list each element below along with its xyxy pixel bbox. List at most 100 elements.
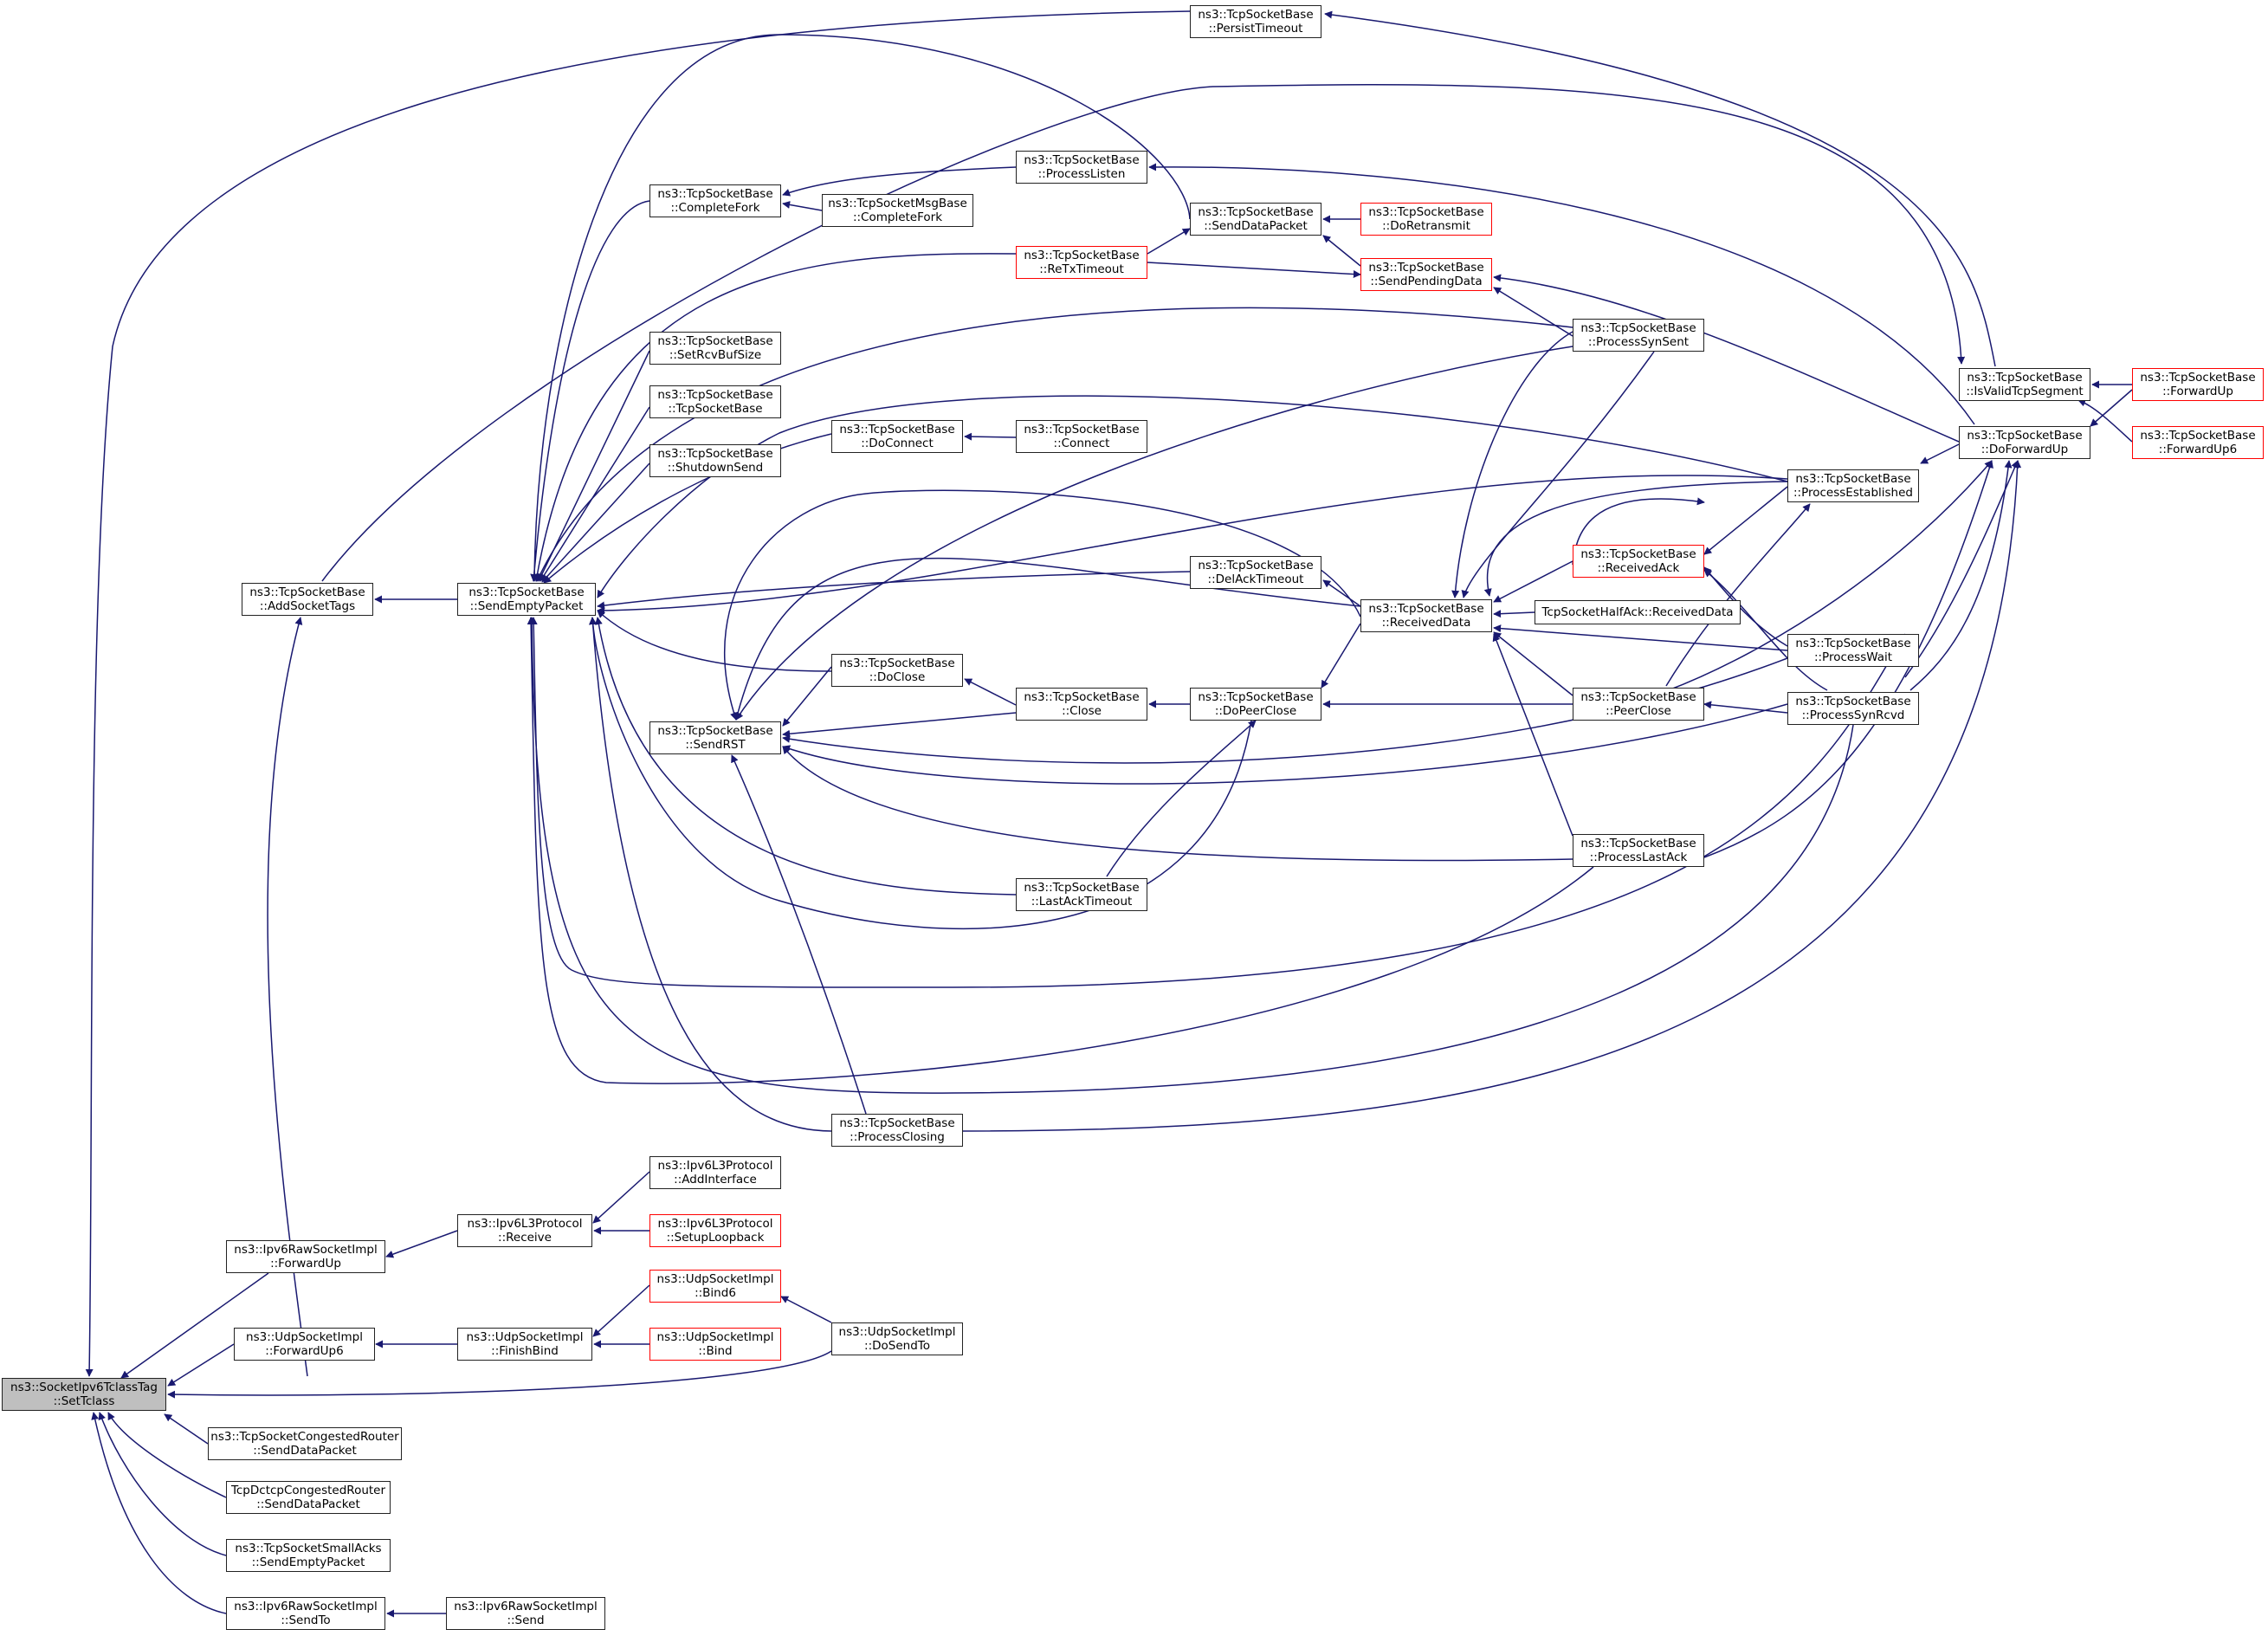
node-retxtimeout[interactable]: ns3::TcpSocketBase::ReTxTimeout [1016,246,1147,279]
call-edge [527,617,1854,1094]
node-addsockettags[interactable]: ns3::TcpSocketBase::AddSocketTags [242,583,373,616]
call-edge [782,166,1017,197]
call-edge [1920,443,1960,464]
node-receiveddata[interactable]: ns3::TcpSocketBase::ReceivedData [1360,599,1492,632]
call-edge [782,666,832,727]
node-dopeerclose[interactable]: ns3::TcpSocketBase::DoPeerClose [1190,688,1321,721]
node-bind[interactable]: ns3::UdpSocketImpl::Bind [649,1328,781,1361]
call-edge [1703,569,1828,691]
call-edge [164,1413,209,1445]
call-edge [1493,560,1573,603]
node-sendpendingdata[interactable]: ns3::TcpSocketBase::SendPendingData [1360,258,1492,291]
call-edge [589,617,1252,930]
call-edge [540,406,650,582]
call-edge [1147,228,1191,255]
call-edge [964,432,1017,441]
node-congestedrouter-senddatapacket[interactable]: ns3::TcpSocketCongestedRouter::SendDataP… [208,1427,402,1460]
node-dosendto[interactable]: ns3::UdpSocketImpl::DoSendTo [831,1322,963,1355]
call-edge [731,754,867,1115]
call-edge [597,475,1788,615]
node-setrcvbufsize[interactable]: ns3::TcpSocketBase::SetRcvBufSize [649,332,781,365]
call-edge [1904,460,2019,678]
node-delacktimeout[interactable]: ns3::TcpSocketBase::DelAckTimeout [1190,556,1321,589]
node-socketipv6tclasstag-settclass[interactable]: ns3::SocketIpv6TclassTag::SetTclass [2,1378,166,1411]
call-edge [782,712,1017,738]
node-processclosing[interactable]: ns3::TcpSocketBase::ProcessClosing [831,1114,963,1147]
node-tcpsocketbase-ctor[interactable]: ns3::TcpSocketBase::TcpSocketBase [649,385,781,418]
call-edge [1703,701,1788,714]
node-doretransmit[interactable]: ns3::TcpSocketBase::DoRetransmit [1360,203,1492,236]
call-edge [543,433,832,584]
call-edge [597,395,1788,598]
node-forwardup6[interactable]: ns3::TcpSocketBase::ForwardUp6 [2132,426,2264,459]
call-edge [120,1272,269,1379]
node-persisttimeout[interactable]: ns3::TcpSocketBase::PersistTimeout [1190,5,1321,38]
node-close[interactable]: ns3::TcpSocketBase::Close [1016,688,1147,721]
call-edge [1665,503,1811,687]
node-forwardup[interactable]: ns3::TcpSocketBase::ForwardUp [2132,368,2264,401]
call-edge [267,617,308,1377]
node-dctcprouter-senddatapacket[interactable]: TcpDctcpCongestedRouter::SendDataPacket [226,1481,391,1514]
call-edge [1461,351,1655,598]
node-setuploopback[interactable]: ns3::Ipv6L3Protocol::SetupLoopback [649,1214,781,1247]
node-processlastack[interactable]: ns3::TcpSocketBase::ProcessLastAck [1573,834,1704,867]
node-processwait[interactable]: ns3::TcpSocketBase::ProcessWait [1787,634,1919,667]
node-doclose[interactable]: ns3::TcpSocketBase::DoClose [831,654,963,687]
node-smallacks-sendemptypacket[interactable]: ns3::TcpSocketSmallAcks::SendEmptyPacket [226,1539,391,1572]
node-ipv6-receive[interactable]: ns3::Ipv6L3Protocol::Receive [457,1214,592,1247]
node-sendrst[interactable]: ns3::TcpSocketBase::SendRST [649,721,781,754]
node-sendemptypacket[interactable]: ns3::TcpSocketBase::SendEmptyPacket [457,583,596,616]
call-edge [962,460,2022,1132]
call-edge [1909,460,2013,691]
call-edge [1493,274,1960,443]
call-edge [321,84,1966,582]
node-processestablished[interactable]: ns3::TcpSocketBase::ProcessEstablished [1787,469,1919,502]
call-edge [592,1171,650,1224]
call-edge [167,1343,235,1387]
call-edge [2090,389,2133,427]
call-edge [1324,10,1996,367]
call-edge [107,1412,227,1498]
call-edge [167,1350,832,1399]
node-halfack-receiveddata[interactable]: TcpSocketHalfAck::ReceivedData [1535,600,1741,624]
call-edge [529,617,1906,988]
call-edge [1493,631,1573,696]
node-shutdownsend[interactable]: ns3::TcpSocketBase::ShutdownSend [649,444,781,477]
call-edge [2077,398,2133,443]
call-edge [538,350,650,582]
node-raw-send[interactable]: ns3::Ipv6RawSocketImpl::Send [446,1597,605,1630]
call-edge [1665,460,1993,692]
call-edge [1451,331,1573,598]
call-edge [91,1412,227,1614]
node-raw-forwardup[interactable]: ns3::Ipv6RawSocketImpl::ForwardUp [226,1240,385,1273]
node-receivedack[interactable]: ns3::TcpSocketBase::ReceivedAck [1573,545,1704,578]
call-edge [589,617,832,1132]
call-edge [541,462,650,583]
node-connect[interactable]: ns3::TcpSocketBase::Connect [1016,420,1147,453]
call-edge [527,617,1594,1084]
node-processsynrcvd[interactable]: ns3::TcpSocketBase::ProcessSynRcvd [1787,692,1919,725]
node-isvalidtcpsegment[interactable]: ns3::TcpSocketBase::IsValidTcpSegment [1959,368,2090,401]
call-edge [1147,262,1361,279]
node-doconnect[interactable]: ns3::TcpSocketBase::DoConnect [831,420,963,453]
node-peerclose[interactable]: ns3::TcpSocketBase::PeerClose [1573,688,1704,721]
node-bind6[interactable]: ns3::UdpSocketImpl::Bind6 [649,1270,781,1303]
node-processlisten[interactable]: ns3::TcpSocketBase::ProcessListen [1016,151,1147,184]
node-completefork[interactable]: ns3::TcpSocketBase::CompleteFork [649,184,781,217]
node-udp-forwardup6[interactable]: ns3::UdpSocketImpl::ForwardUp6 [234,1328,375,1361]
call-edge [1493,287,1573,337]
node-msgbase-completefork[interactable]: ns3::TcpSocketMsgBase::CompleteFork [822,194,973,227]
node-lastacktimeout[interactable]: ns3::TcpSocketBase::LastAckTimeout [1016,878,1147,911]
node-finishbind[interactable]: ns3::UdpSocketImpl::FinishBind [457,1328,592,1361]
node-addinterface[interactable]: ns3::Ipv6L3Protocol::AddInterface [649,1156,781,1189]
call-edge [597,571,1191,610]
node-processsynsent[interactable]: ns3::TcpSocketBase::ProcessSynSent [1573,319,1704,352]
node-senddatapacket[interactable]: ns3::TcpSocketBase::SendDataPacket [1190,203,1321,236]
node-raw-sendto[interactable]: ns3::Ipv6RawSocketImpl::SendTo [226,1597,385,1630]
call-edge [597,610,832,672]
call-edge [530,200,650,582]
call-edge [735,346,1573,721]
node-doforwardup[interactable]: ns3::TcpSocketBase::DoForwardUp [1959,426,2090,459]
call-edge [1322,235,1361,267]
